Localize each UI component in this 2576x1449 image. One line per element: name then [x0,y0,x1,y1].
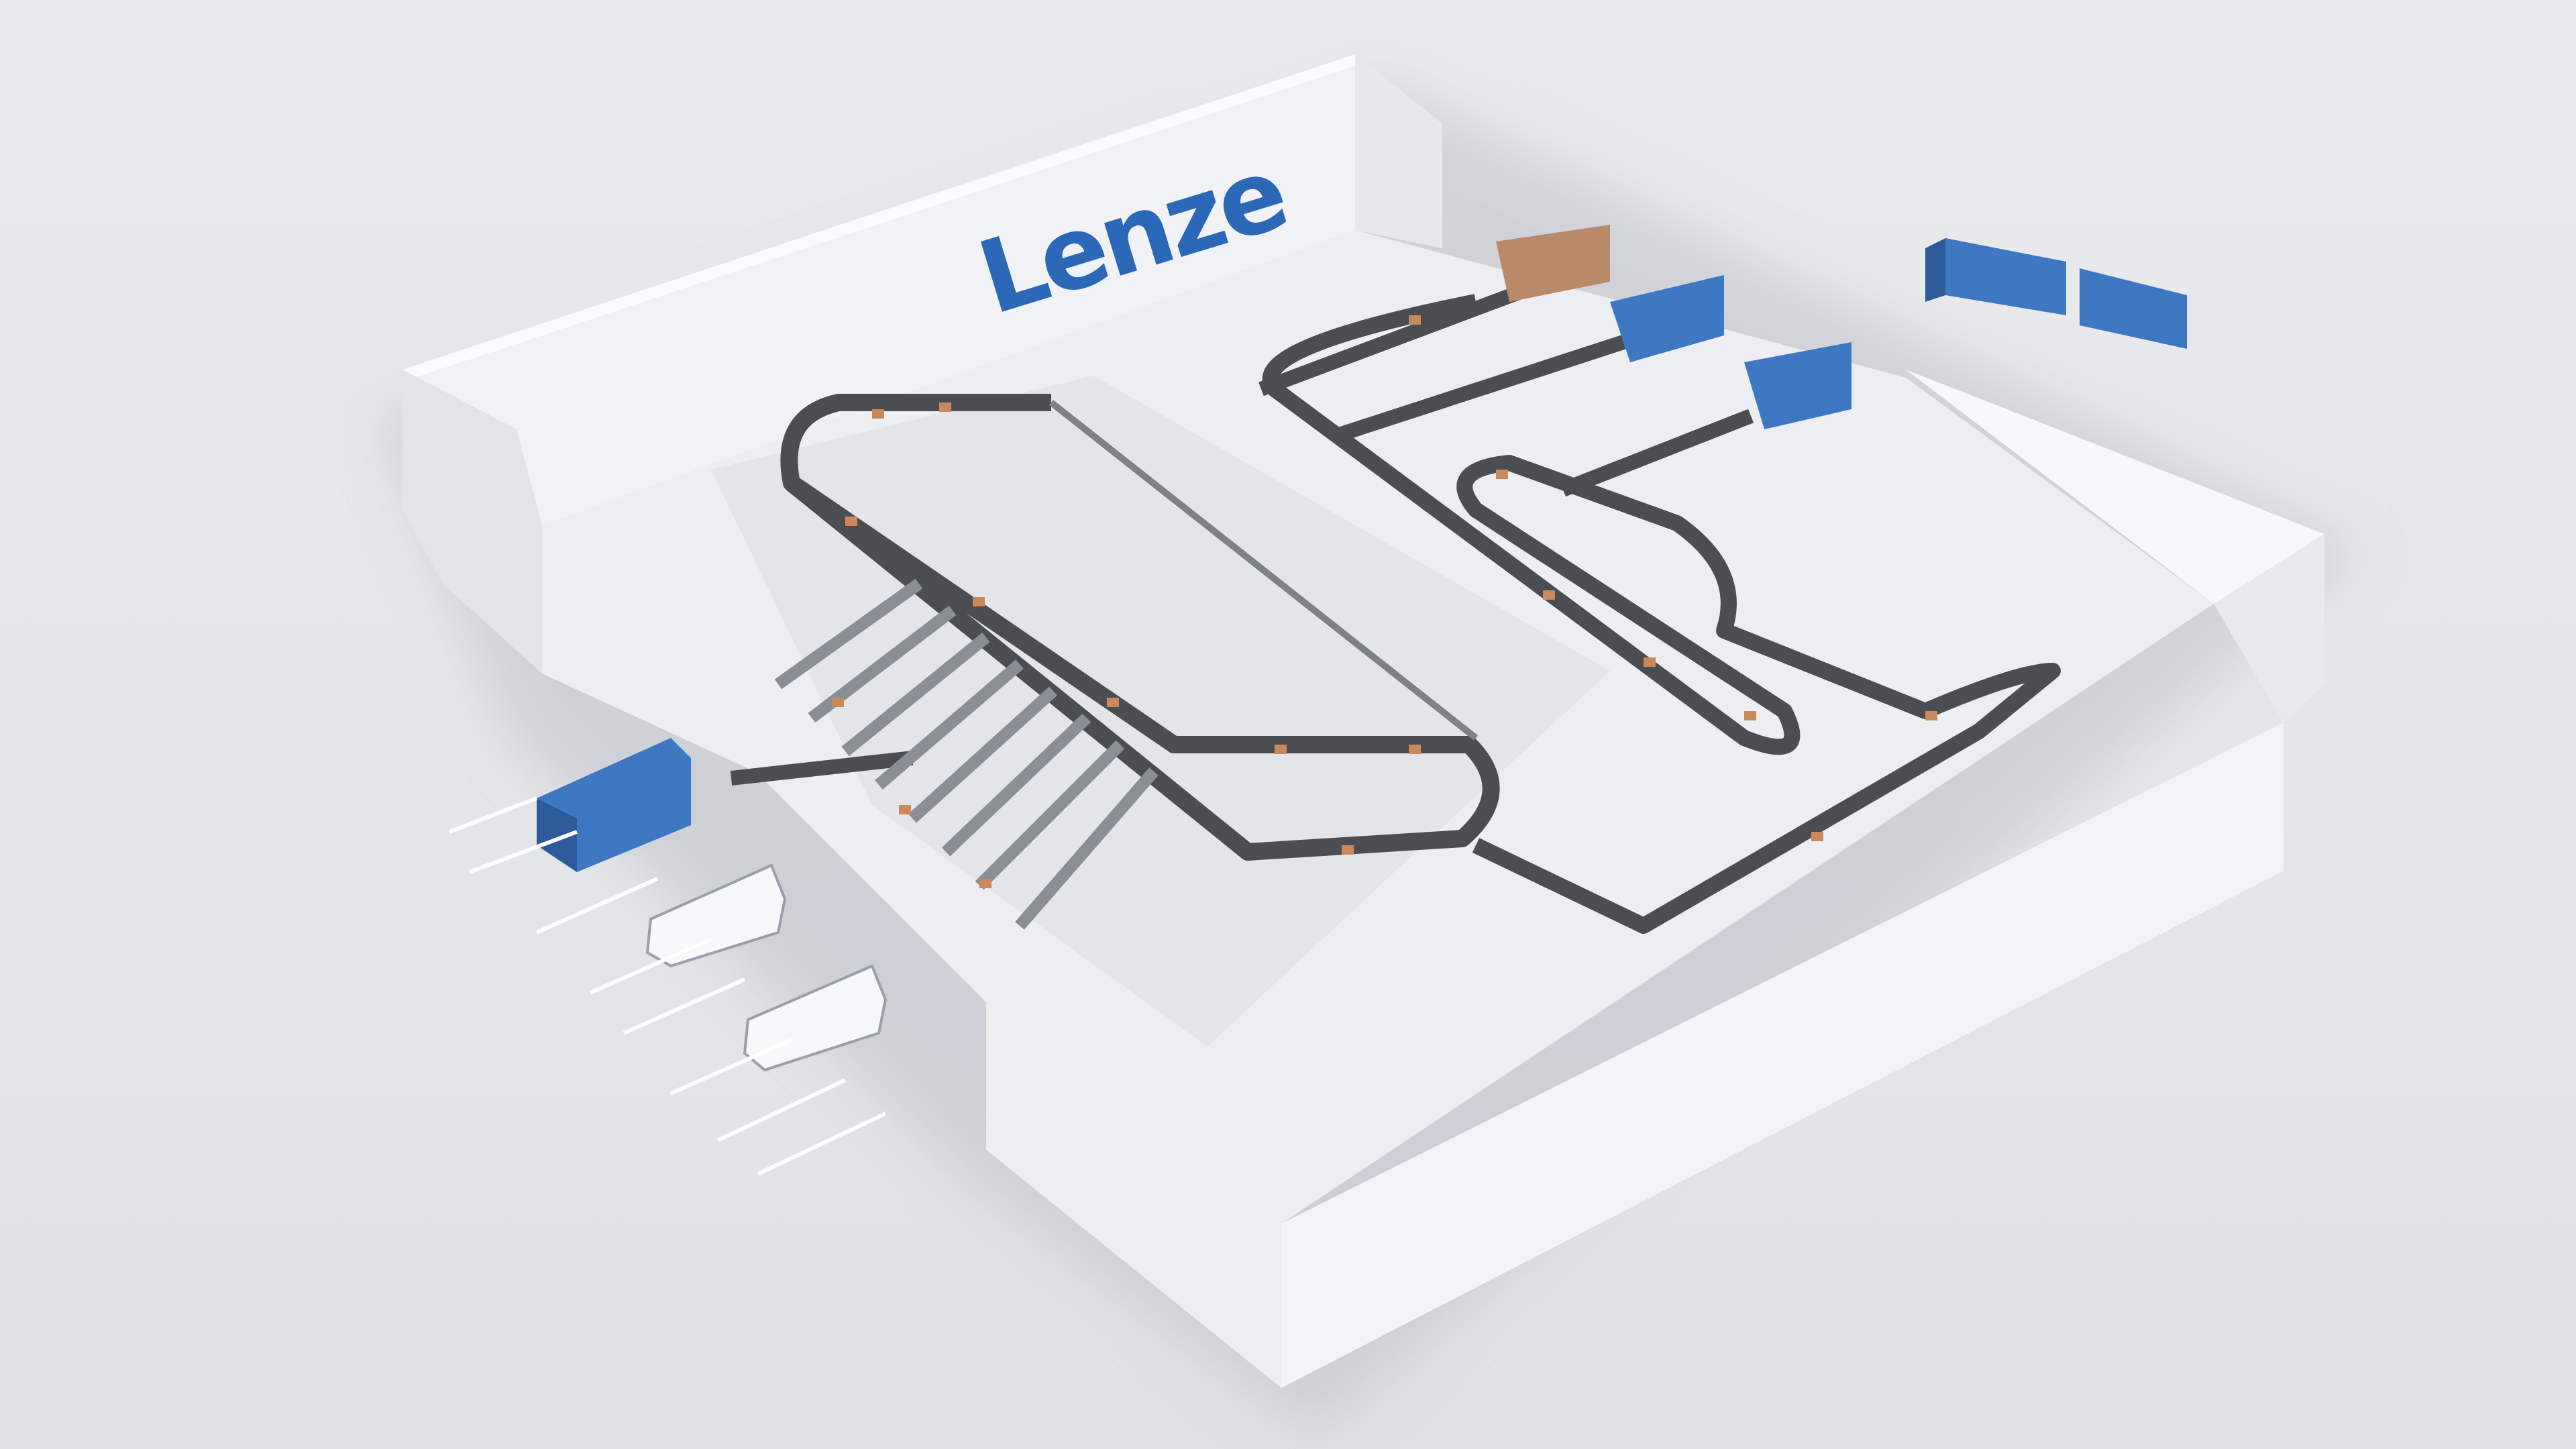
parcels [832,315,1937,888]
parking-lines [448,796,887,1176]
container-left [537,738,691,872]
conveyor-infeed [730,281,1754,786]
conveyor-right-snake [1263,294,2061,934]
front-wall-face [986,1002,1281,1388]
truck-top-right [1925,238,2187,349]
left-wall [402,370,542,674]
dock-containers [1496,225,1851,429]
sorter-chutes [774,578,1159,930]
back-wall-top [402,54,1362,379]
back-wall [402,54,1355,526]
right-wall-face [1281,722,2284,1388]
floor-lane [711,376,1610,1046]
side-wall [1355,54,1442,248]
ramp-wall [2214,534,2324,722]
conveyor-inner-track [1049,400,1479,741]
conveyor-main-loop [780,394,1500,861]
